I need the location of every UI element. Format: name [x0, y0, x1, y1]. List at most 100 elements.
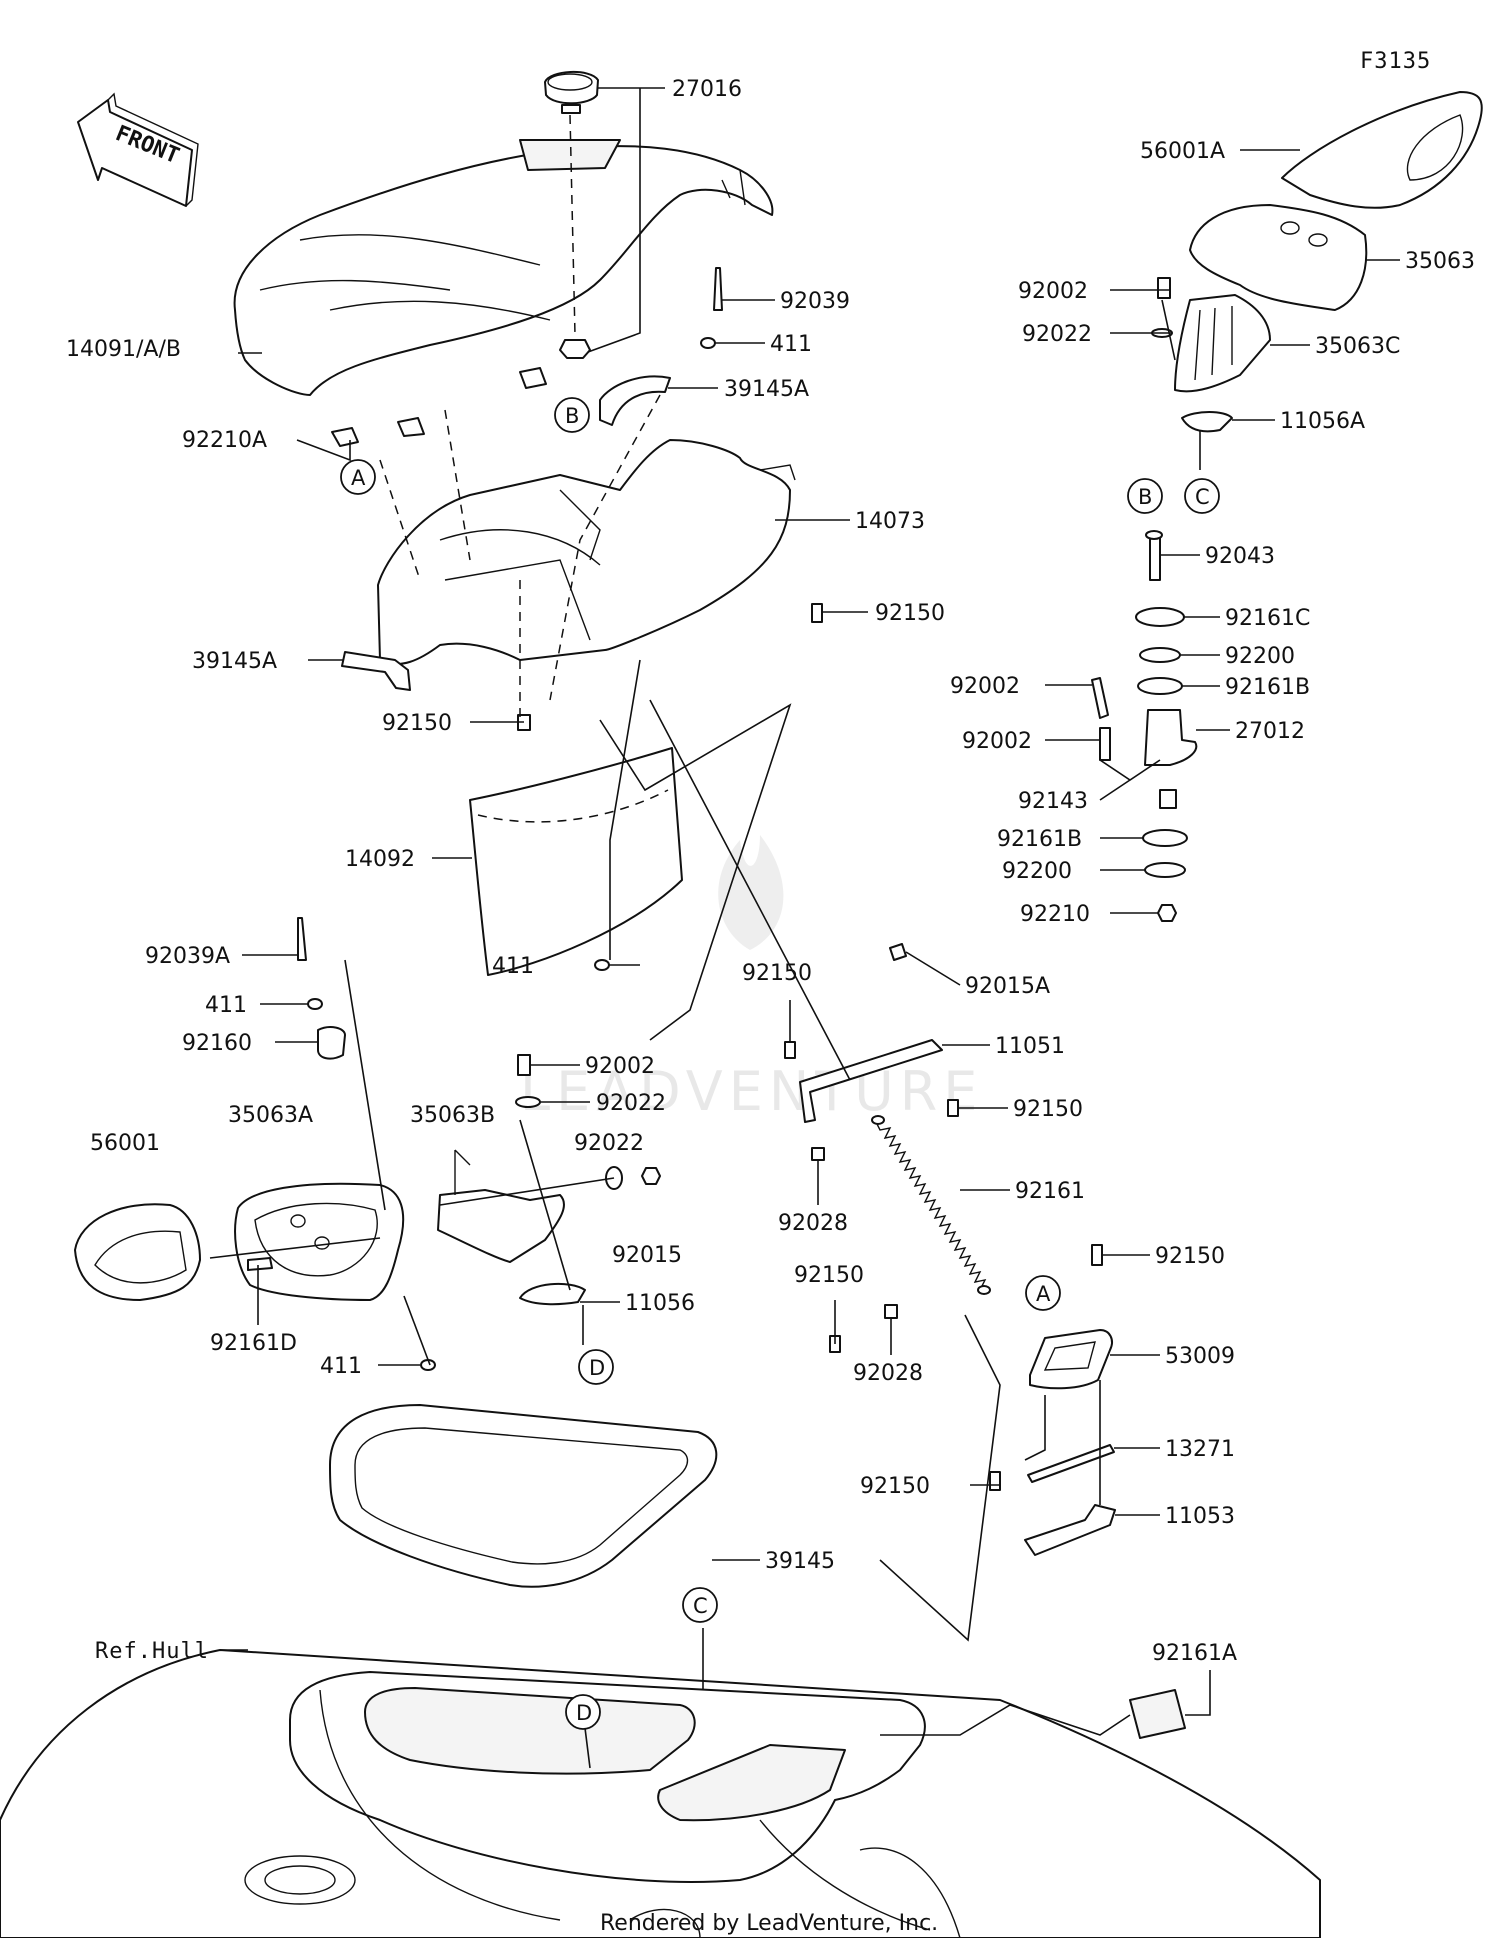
decal-92161A-part	[1129, 1689, 1186, 1739]
circle-ref-b1: B	[554, 397, 590, 433]
bolt-92039A-part	[297, 917, 307, 961]
mirror-housing-35063-part	[1189, 204, 1368, 311]
callout-14092: 14092	[345, 847, 415, 872]
circle-ref-a2: A	[1025, 1275, 1061, 1311]
washer-411-mid-part	[594, 959, 610, 971]
hull-part	[0, 1649, 1321, 1938]
callout-14091: 14091/A/B	[66, 337, 181, 362]
callout-92002-top: 92002	[1018, 279, 1088, 304]
svg-text:C: C	[693, 1594, 708, 1618]
callout-411-left: 411	[205, 993, 247, 1018]
seat-base-part	[377, 439, 796, 665]
svg-text:D: D	[576, 1701, 592, 1725]
pad-39145A-upper-part	[599, 375, 671, 426]
mirror-housing-35063A-part	[234, 1182, 405, 1301]
callout-92160: 92160	[182, 1031, 252, 1056]
cap-part	[544, 70, 599, 114]
latch-53009-part	[1029, 1329, 1113, 1390]
bracket-11051-part	[799, 1039, 943, 1123]
grommet-92161B-b-part	[1142, 829, 1188, 847]
callout-92161D: 92161D	[210, 1331, 297, 1356]
plate-11056-part	[519, 1282, 586, 1306]
callout-92150-a: 92150	[875, 601, 945, 626]
mirror-56001-part	[74, 1203, 201, 1301]
collar-92028-b-part	[884, 1304, 898, 1319]
callout-411-top: 411	[770, 332, 812, 357]
callout-92150-e: 92150	[794, 1263, 864, 1288]
bolt-92043-head-part	[1145, 530, 1163, 540]
bracket-35063C-part	[1174, 294, 1271, 393]
callout-56001A: 56001A	[1140, 139, 1225, 164]
svg-text:C: C	[1195, 485, 1210, 509]
callout-39145A-left: 39145A	[192, 649, 277, 674]
circle-ref-c2: C	[682, 1587, 718, 1623]
watermark-text: LEADVENTURE	[520, 1060, 983, 1123]
bolt-92002-mid-part	[517, 1054, 531, 1076]
callout-39145: 39145	[765, 1549, 835, 1574]
callout-92210A: 92210A	[182, 428, 267, 453]
bolt-92039-part	[713, 267, 723, 311]
callout-92015: 92015	[612, 1243, 682, 1268]
svg-text:B: B	[1138, 485, 1152, 509]
callout-35063A: 35063A	[228, 1103, 313, 1128]
bracket-35063B-part	[437, 1149, 565, 1263]
callout-13271: 13271	[1165, 1437, 1235, 1462]
hinge-11053-part	[1024, 1504, 1116, 1556]
washer-92022-mid-part	[515, 1096, 541, 1108]
bush-92015A-part	[889, 943, 907, 961]
callout-411-bottom: 411	[320, 1354, 362, 1379]
watermark: LEADVENTURE	[520, 835, 983, 1123]
washer-92200-a-part	[1139, 647, 1181, 663]
bolt-92150-c-part	[784, 1041, 796, 1059]
figure-code: F3135	[1360, 49, 1431, 74]
callout-92039A: 92039A	[145, 944, 230, 969]
collar-92143-part	[1159, 789, 1177, 809]
callout-53009: 53009	[1165, 1344, 1235, 1369]
plate-11056A-part	[1181, 411, 1233, 433]
callout-92043: 92043	[1205, 544, 1275, 569]
callout-92161B-a: 92161B	[1225, 675, 1310, 700]
flap-part	[469, 747, 683, 976]
circle-ref-b2: B	[1127, 478, 1163, 514]
callout-11056: 11056	[625, 1291, 695, 1316]
gasket-39145-part	[329, 1404, 718, 1588]
spring-92161-part	[871, 1115, 991, 1295]
washer-92200-b-part	[1144, 862, 1186, 878]
callout-11051: 11051	[995, 1034, 1065, 1059]
nut-92210-part	[1157, 904, 1177, 922]
callout-92161A: 92161A	[1152, 1641, 1237, 1666]
callout-92150-f: 92150	[1155, 1244, 1225, 1269]
grommet-92161B-a-part	[1137, 677, 1183, 695]
circle-ref-a1: A	[340, 459, 376, 495]
nut-92015-part	[641, 1167, 661, 1185]
circle-ref-c1: C	[1184, 478, 1220, 514]
svg-text:A: A	[351, 466, 366, 490]
front-arrow-icon: FRONT	[77, 92, 199, 207]
callout-35063C: 35063C	[1315, 334, 1400, 359]
callout-411-mid: 411	[492, 954, 534, 979]
callout-92028-a: 92028	[778, 1211, 848, 1236]
collar-92028-a-part	[811, 1147, 825, 1161]
callout-92022-top: 92022	[1022, 322, 1092, 347]
circle-ref-d1: D	[578, 1349, 614, 1385]
callout-14073: 14073	[855, 509, 925, 534]
clip-parts	[331, 367, 547, 447]
bolt-92150-g-part	[989, 1471, 1001, 1491]
pad-39145A-lower-part	[341, 651, 411, 691]
svg-text:D: D	[589, 1356, 605, 1380]
callout-27016: 27016	[672, 77, 742, 102]
mirror-56001A-part	[1281, 91, 1483, 209]
bolt-92150-f-part	[1091, 1244, 1103, 1266]
reference-hull-label: Ref.Hull	[95, 1639, 209, 1664]
callout-92161: 92161	[1015, 1179, 1085, 1204]
callout-92150-b: 92150	[382, 711, 452, 736]
callout-92022-mid: 92022	[596, 1091, 666, 1116]
bolt-92150-a-part	[811, 603, 823, 623]
bolt-92002-r1-part	[1091, 677, 1109, 719]
callout-92015A: 92015A	[965, 974, 1050, 999]
callout-39145A-right: 39145A	[724, 377, 809, 402]
grommet-92161C-part	[1135, 607, 1185, 627]
callout-92200-a: 92200	[1225, 644, 1295, 669]
callout-92161B-b: 92161B	[997, 827, 1082, 852]
